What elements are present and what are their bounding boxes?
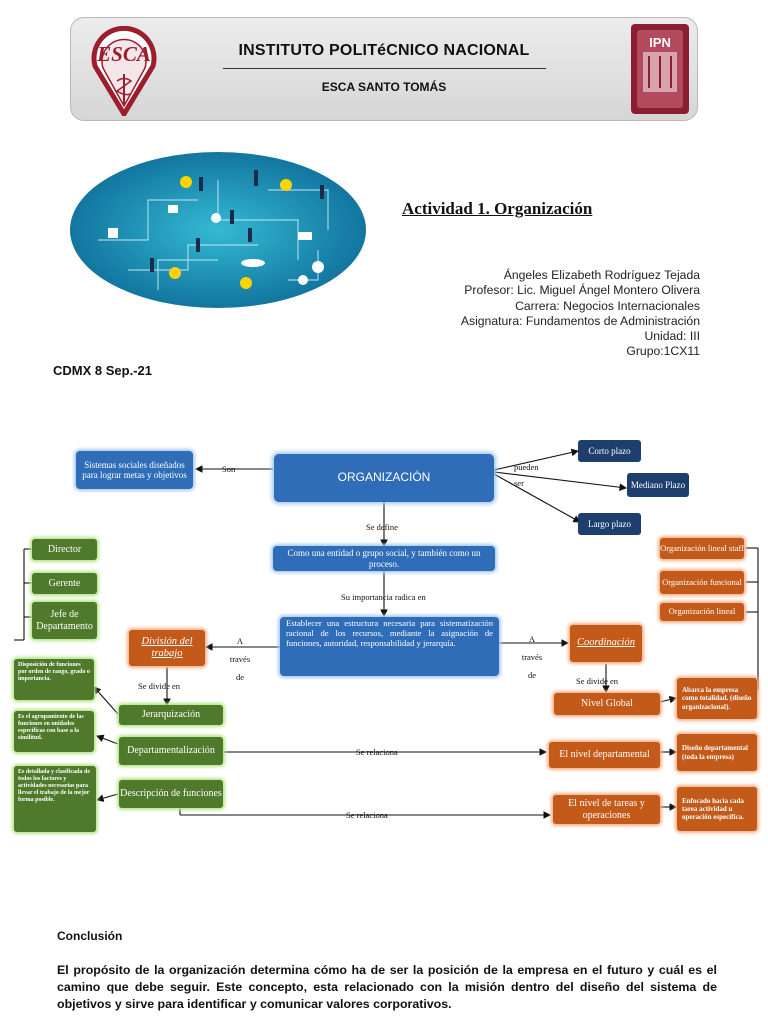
header-divider <box>223 68 546 69</box>
conclusion-text: El propósito de la organización determin… <box>57 963 717 1011</box>
corto-plazo-node: Corto plazo <box>578 440 641 462</box>
agrupamiento-node: Es el agrupamiento de las funciones en u… <box>14 711 94 752</box>
se-define-label: Se define <box>366 522 398 532</box>
se-divide-left-label: Se divide en <box>138 681 181 691</box>
disposicion-node: Disposición de funciones por orden de ra… <box>14 659 94 700</box>
descripcion-node: Descripción de funciones <box>119 780 223 808</box>
nivel-departamental-node: El nivel departamental <box>549 742 660 768</box>
gerente-node: Gerente <box>32 573 97 594</box>
lineal-node: Organización lineal <box>660 603 744 621</box>
conclusion-title: Conclusión <box>57 929 123 943</box>
departamentalizacion-node: Departamentalización <box>119 737 223 765</box>
division-trabajo-node: División del trabajo <box>129 630 205 666</box>
funcional-node: Organización funcional <box>660 571 744 594</box>
svg-text:ESCA: ESCA <box>96 42 151 66</box>
organization-illustration <box>70 152 366 308</box>
abarca-node: Abarca la empresa como totalidad. (diseñ… <box>677 678 757 719</box>
info-line: Unidad: III <box>644 329 700 344</box>
info-line: Asignatura: Fundamentos de Administració… <box>460 313 700 328</box>
nivel-tareas-node: El nivel de tareas y operaciones <box>553 795 660 824</box>
se-divide-right-label: Se divide en <box>576 676 619 686</box>
diseno-departamental-node: Diseño departamental (toda la empresa) <box>677 734 757 771</box>
info-line: Grupo:1CX11 <box>626 344 700 359</box>
se-relaciona-top-label: Se relaciona <box>356 747 398 757</box>
info-line: Profesor: Lic. Miguel Ángel Montero Oliv… <box>464 283 700 298</box>
mediano-plazo-node: Mediano Plazo <box>627 473 689 497</box>
sistemas-sociales-node: Sistemas sociales diseñados para lograr … <box>76 451 193 489</box>
svg-text:IPN: IPN <box>649 35 671 50</box>
se-relaciona-bottom-label: Se relaciona <box>346 810 388 820</box>
activity-title: Actividad 1. Organización <box>402 199 593 218</box>
jerarquizacion-node: Jerarquización <box>119 705 223 725</box>
institution-name: INSTITUTO POLITéCNICO NACIONAL <box>238 42 530 59</box>
enfocado-node: Enfocado hacia cada tarea actividad u op… <box>677 787 757 831</box>
largo-plazo-node: Largo plazo <box>578 513 641 535</box>
coordinacion-node: Coordinación <box>570 625 642 662</box>
info-line: Ángeles Elizabeth Rodríguez Tejada <box>503 268 700 282</box>
jefe-node: Jefe de Departamento <box>32 602 97 639</box>
student-info: Ángeles Elizabeth Rodríguez Tejada Profe… <box>380 268 700 360</box>
atraves-right-label: A través de <box>521 634 543 680</box>
nivel-global-node: Nivel Global <box>554 693 660 715</box>
header-banner: ESCA INSTITUTO POLITéCNICO NACIONAL ESCA… <box>70 17 698 121</box>
organizacion-node: ORGANIZACIÓN <box>274 454 494 502</box>
ipn-logo: IPN <box>631 24 689 114</box>
date-label: CDMX 8 Sep.-21 <box>53 363 152 378</box>
atraves-left-label: A través de <box>229 636 251 682</box>
staff-node: Organización lineal staff <box>660 538 744 559</box>
detallada-node: Es detallada y clasificada de todos los … <box>14 766 96 832</box>
director-node: Director <box>32 539 97 560</box>
school-name: ESCA SANTO TOMÁS <box>321 80 447 94</box>
establecer-node: Establecer una estructura necesaria para… <box>280 617 499 676</box>
son-label: Son <box>222 464 236 474</box>
info-line: Carrera: Negocios Internacionales <box>515 298 700 313</box>
esca-logo: ESCA <box>91 26 157 116</box>
importancia-label: Su importancia radica en <box>341 592 426 602</box>
entidad-node: Como una entidad o grupo social, y tambi… <box>273 546 495 571</box>
pueden-ser-label: pueden ser <box>514 462 539 488</box>
